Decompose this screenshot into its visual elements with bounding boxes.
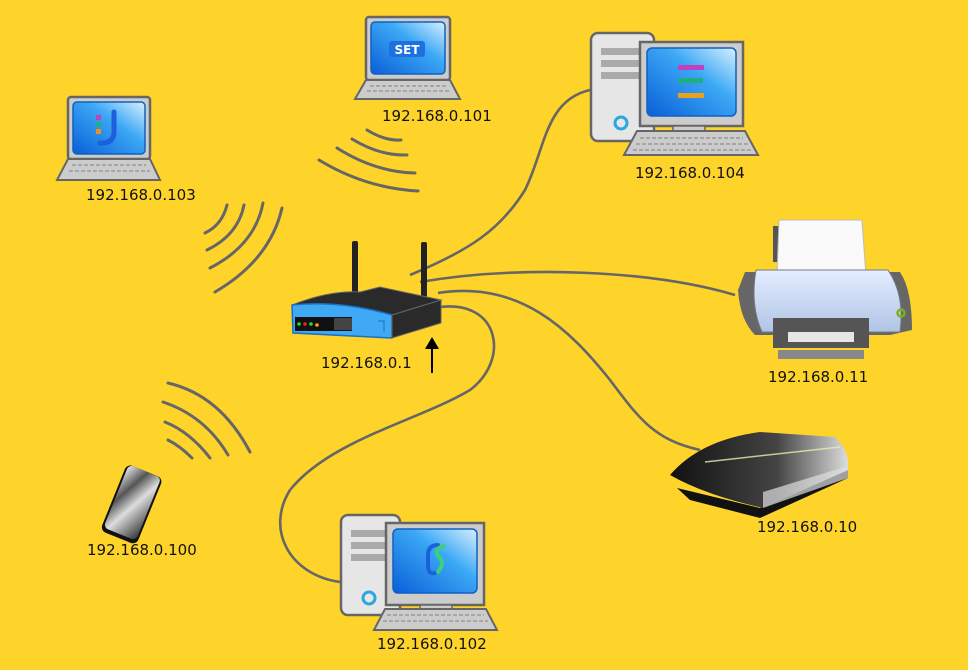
console-10-icon[interactable]	[670, 432, 849, 518]
wifi-waves-101	[317, 128, 420, 193]
router-icon[interactable]	[291, 241, 443, 339]
laptop-101-icon[interactable]: SET	[353, 15, 462, 100]
printer-11-icon[interactable]	[738, 219, 912, 359]
cable-console-10	[437, 289, 701, 452]
wifi-waves-103	[203, 201, 284, 294]
phone-100-icon[interactable]	[100, 464, 163, 545]
label-phone-100: 192.168.0.100	[87, 541, 197, 559]
label-desktop-104: 192.168.0.104	[635, 164, 745, 182]
label-laptop-101: 192.168.0.101	[382, 107, 492, 125]
label-router: 192.168.0.1	[321, 354, 412, 372]
cable-desktop-104	[409, 88, 591, 277]
cable-desktop-102	[279, 305, 496, 584]
label-printer-11: 192.168.0.11	[768, 368, 869, 386]
uplink-arrow-icon	[425, 337, 439, 373]
label-desktop-102: 192.168.0.102	[377, 635, 487, 653]
wifi-waves-100	[161, 381, 252, 460]
label-console-10: 192.168.0.10	[757, 518, 858, 536]
set-logo-text: SET	[394, 43, 420, 57]
laptop-103-icon[interactable]	[55, 95, 162, 181]
cables	[279, 88, 736, 584]
desktop-102-icon[interactable]	[339, 513, 499, 631]
label-laptop-103: 192.168.0.103	[86, 186, 196, 204]
desktop-104-icon[interactable]	[589, 31, 760, 156]
cable-printer-11	[419, 270, 736, 297]
